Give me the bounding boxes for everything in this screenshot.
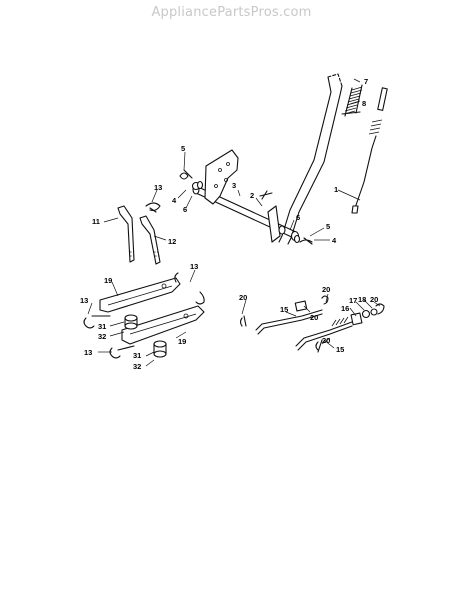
label-part-7: 7 — [364, 77, 368, 86]
part-15-rods — [255, 309, 353, 351]
label-part-4: 4 — [172, 196, 177, 205]
label-part-18: 18 — [358, 295, 366, 304]
mounting-plate — [204, 149, 239, 205]
label-part-20: 20 — [370, 295, 378, 304]
part-11-12-lift-links — [117, 202, 161, 265]
label-part-15: 15 — [280, 305, 288, 314]
label-part-13: 13 — [190, 262, 198, 271]
label-part-2: 2 — [250, 191, 254, 200]
label-part-15: 15 — [336, 345, 344, 354]
callout-labels: 7 8 1 2 3 5 4 6 6 5 4 13 11 12 13 19 13 … — [80, 77, 378, 371]
pivot-arm — [267, 205, 281, 243]
label-part-1: 1 — [334, 185, 338, 194]
label-part-13: 13 — [84, 348, 92, 357]
part-8-pin — [341, 111, 361, 115]
label-part-16: 16 — [341, 304, 349, 313]
lift-handle — [278, 73, 343, 245]
label-part-31: 31 — [133, 351, 141, 360]
label-part-32: 32 — [98, 332, 106, 341]
label-part-32: 32 — [133, 362, 141, 371]
part-31-32-washers — [124, 314, 167, 358]
upper-fasteners — [179, 169, 313, 245]
part-20-cotter-pins — [239, 295, 385, 353]
label-part-17: 17 — [349, 296, 357, 305]
part-13-clips — [83, 272, 205, 359]
label-part-31: 31 — [98, 322, 106, 331]
label-part-20: 20 — [239, 293, 247, 302]
label-part-6: 6 — [296, 213, 300, 222]
label-part-3: 3 — [232, 181, 236, 190]
label-part-20: 20 — [322, 336, 330, 345]
part-16-17-18-swivel — [350, 308, 378, 326]
label-part-12: 12 — [168, 237, 176, 246]
label-part-5: 5 — [181, 144, 185, 153]
label-part-20: 20 — [310, 313, 318, 322]
part-7-spring — [343, 84, 363, 117]
label-part-8: 8 — [362, 99, 366, 108]
label-part-6: 6 — [183, 205, 187, 214]
watermark: AppliancePartsPros.com — [151, 5, 312, 20]
part-1-release-rod — [351, 87, 388, 214]
label-part-13: 13 — [154, 183, 162, 192]
label-part-4: 4 — [332, 236, 337, 245]
part-19-lift-arm-upper — [99, 277, 181, 313]
label-part-11: 11 — [92, 217, 100, 226]
label-part-20: 20 — [322, 285, 330, 294]
label-part-5: 5 — [326, 222, 330, 231]
leader-lines — [87, 78, 381, 367]
label-part-13: 13 — [80, 296, 88, 305]
label-part-19: 19 — [178, 337, 186, 346]
label-part-19: 19 — [104, 276, 112, 285]
part-19-lift-arm-lower — [121, 305, 205, 345]
